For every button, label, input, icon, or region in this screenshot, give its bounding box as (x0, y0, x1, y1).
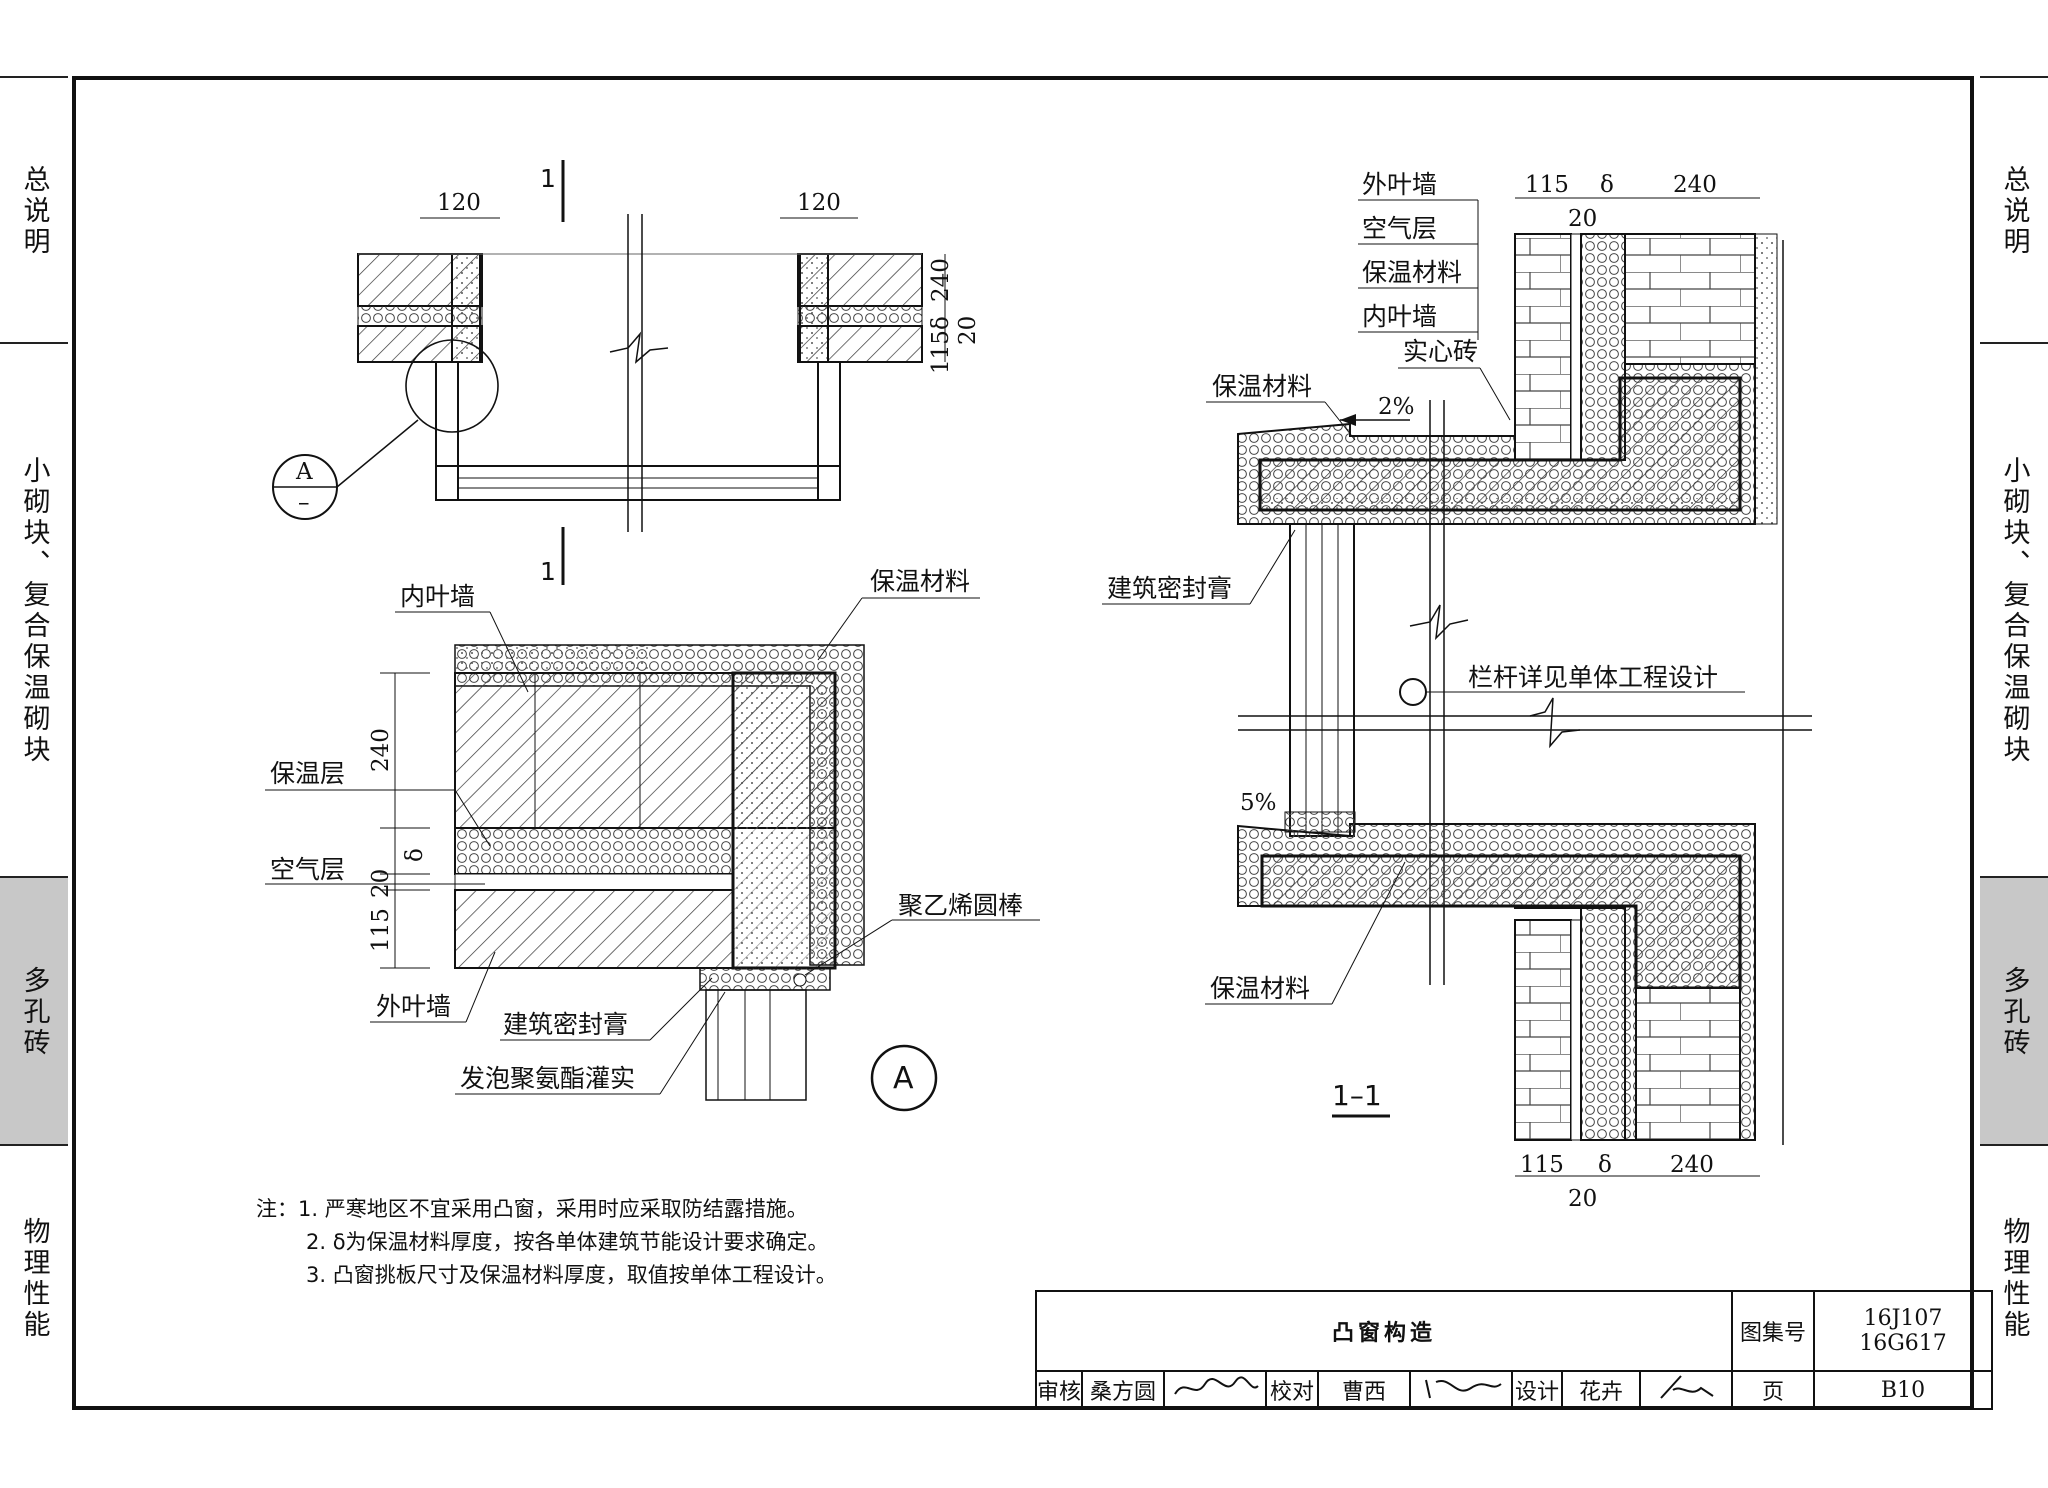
side-tab-label: 总说明 (18, 164, 50, 258)
plan-dim-delta: δ (928, 316, 954, 330)
detail-callout-a: A (295, 459, 313, 485)
side-tab-physical-right[interactable]: 物理性能 (1980, 1144, 2048, 1412)
side-tab-general[interactable]: 总说明 (0, 76, 68, 344)
page-number: B10 (1813, 1370, 1993, 1410)
side-tab-perforated-brick[interactable]: 多孔砖 (0, 876, 68, 1146)
sec-label-insulation-bottom: 保温材料 (1210, 974, 1310, 1003)
sec-label-sealant: 建筑密封膏 (1107, 574, 1232, 603)
side-tab-label: 物理性能 (1998, 1217, 2030, 1341)
sec-dim-240-bottom: 240 (1670, 1152, 1714, 1178)
sec-slope-bottom: 5% (1240, 790, 1277, 816)
atlas-number-2: 16G617 (1859, 1331, 1947, 1356)
plan-dim-240: 240 (928, 258, 954, 302)
detail-mark-a: A (893, 1061, 914, 1096)
side-tab-perforated-brick-right[interactable]: 多孔砖 (1980, 876, 2048, 1146)
section-title: 1–1 (1332, 1079, 1382, 1112)
review-name: 桑方圆 (1081, 1370, 1165, 1410)
detail-callout-sub: – (298, 490, 310, 516)
check-signature (1409, 1370, 1513, 1410)
label-insulation-layer: 保温层 (270, 759, 345, 788)
plan-dim-left: 120 (437, 190, 481, 216)
side-tab-label: 多孔砖 (18, 965, 50, 1059)
section-mark-bottom: 1 (540, 557, 556, 586)
plan-view: 1 1 120 120 240 δ 20 11 (272, 160, 981, 586)
section-1-1: 外叶墙 空气层 保温材料 内叶墙 实心砖 115 δ 240 20 保温材料 2… (1102, 170, 1812, 1212)
label-outer-wall: 外叶墙 (376, 992, 451, 1021)
label-sealant: 建筑密封膏 (503, 1010, 628, 1039)
sec-dim-115-bottom: 115 (1520, 1152, 1564, 1178)
sec-label-railing: 栏杆详见单体工程设计 (1468, 663, 1718, 692)
side-tab-general-right[interactable]: 总说明 (1980, 76, 2048, 344)
label-foam: 发泡聚氨酯灌实 (460, 1064, 635, 1093)
detail-dim-115: 115 (368, 908, 394, 952)
review-signature (1163, 1370, 1267, 1410)
side-tab-label: 总说明 (1998, 164, 2030, 258)
side-tab-label: 多孔砖 (1998, 965, 2030, 1059)
atlas-number-1: 16J107 (1863, 1306, 1943, 1331)
note-1: 注：1. 严寒地区不宜采用凸窗，采用时应采取防结露措施。 (256, 1197, 808, 1221)
notes: 注：1. 严寒地区不宜采用凸窗，采用时应采取防结露措施。 2. δ为保温材料厚度… (256, 1193, 837, 1292)
note-3: 3. 凸窗挑板尺寸及保温材料厚度，取值按单体工程设计。 (306, 1263, 837, 1287)
atlas-label: 图集号 (1731, 1290, 1815, 1372)
note-2: 2. δ为保温材料厚度，按各单体建筑节能设计要求确定。 (306, 1230, 829, 1254)
sec-label-outer-wall: 外叶墙 (1362, 170, 1437, 199)
design-label: 设计 (1511, 1370, 1563, 1410)
sec-label-insulation: 保温材料 (1362, 258, 1462, 287)
side-tab-physical[interactable]: 物理性能 (0, 1144, 68, 1412)
page-label: 页 (1731, 1370, 1815, 1410)
sec-slope-top: 2% (1378, 394, 1415, 420)
atlas-number: 16J107 16G617 (1813, 1290, 1993, 1372)
sec-dim-115-top: 115 (1525, 172, 1569, 198)
sec-label-insulation-top: 保温材料 (1212, 372, 1312, 401)
sec-dim-20-top: 20 (1568, 206, 1597, 232)
drawing-title: 凸窗构造 (1035, 1290, 1733, 1372)
check-label: 校对 (1265, 1370, 1319, 1410)
detail-dim-delta: δ (402, 848, 428, 862)
design-name: 花卉 (1561, 1370, 1641, 1410)
side-tab-block-right[interactable]: 小砌块、复合保温砌块 (1980, 342, 2048, 878)
detail-dim-240: 240 (368, 728, 394, 772)
drawing-frame (72, 76, 1974, 1410)
sec-dim-20-bottom: 20 (1568, 1186, 1597, 1212)
side-tab-label: 小砌块、复合保温砌块 (18, 456, 50, 766)
title-block: 凸窗构造 图集号 16J107 16G617 审核 桑方圆 校对 曹西 设计 花… (1035, 1290, 1993, 1410)
label-inner-wall: 内叶墙 (400, 582, 475, 611)
review-label: 审核 (1035, 1370, 1083, 1410)
sec-label-inner-wall: 内叶墙 (1362, 302, 1437, 331)
sec-dim-delta-top: δ (1600, 172, 1614, 198)
side-tab-label: 小砌块、复合保温砌块 (1998, 456, 2030, 766)
plan-dim-115: 115 (928, 330, 954, 374)
label-insulation: 保温材料 (870, 567, 970, 596)
sec-dim-delta-bottom: δ (1598, 1152, 1612, 1178)
side-tab-label: 物理性能 (18, 1217, 50, 1341)
sec-label-solid-brick: 实心砖 (1403, 337, 1478, 366)
label-air-layer: 空气层 (270, 855, 345, 884)
design-signature (1639, 1370, 1733, 1410)
detail-a: 240 δ 20 115 内叶墙 保温材料 保温层 空气层 聚乙烯圆棒 外叶墙 … (265, 567, 1040, 1112)
sec-label-air-layer: 空气层 (1362, 214, 1437, 243)
plan-dim-20: 20 (955, 316, 981, 345)
label-pe-rod: 聚乙烯圆棒 (898, 891, 1023, 920)
plan-dim-right: 120 (797, 190, 841, 216)
sec-dim-240-top: 240 (1673, 172, 1717, 198)
check-name: 曹西 (1317, 1370, 1411, 1410)
side-tab-block[interactable]: 小砌块、复合保温砌块 (0, 342, 68, 878)
detail-dim-20: 20 (368, 869, 394, 898)
section-mark-top: 1 (540, 164, 556, 193)
